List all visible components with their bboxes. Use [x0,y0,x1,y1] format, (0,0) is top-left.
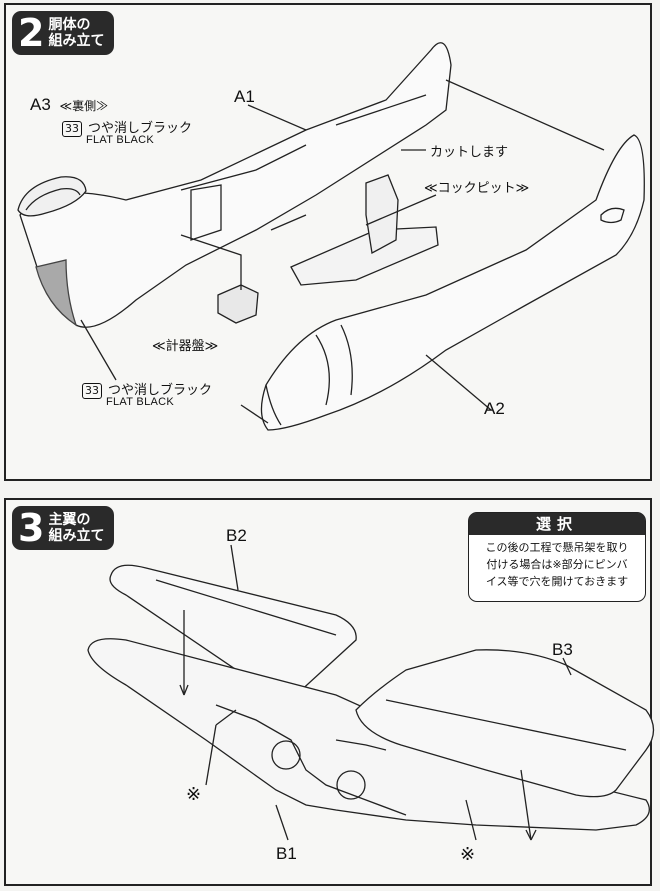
part-label-a2: A2 [484,399,505,418]
step-2-panel: 2 胴体の 組み立て [4,3,652,481]
part-label-b3: B3 [552,640,573,659]
cockpit-label: ≪コックピット≫ [424,181,530,196]
selection-line-2: 付ける場合は※部分にピンバ [486,558,628,571]
step-title-line-1: 胴体の [48,17,91,33]
step-title-line-2: 組み立て [48,33,105,49]
step-number: 2 [18,11,45,55]
step-number: 3 [18,506,45,550]
paint-number: 33 [82,383,102,399]
paint-english: FLAT BLACK [86,134,155,146]
step-title-line-1: 主翼の [48,512,91,528]
selection-line-3: イス等で穴を開けておきます [485,575,629,588]
selection-line-1: この後の工程で懸吊架を取り [485,541,629,554]
paint-number: 33 [62,121,82,137]
part-label-b2: B2 [226,526,247,545]
instrument-panel-label: ≪計器盤≫ [152,339,219,354]
part-label-a3: A3 [30,95,51,114]
drill-mark-right: ※ [460,844,476,865]
step-3-header: 3 主翼の 組み立て [12,506,115,550]
selection-note-box: 選択 この後の工程で懸吊架を取り 付ける場合は※部分にピンバ イス等で穴を開けて… [468,512,646,602]
step-3-panel: 3 主翼の 組み立て 選択 この後の工程で懸吊架を取り 付ける場合は※部分にピン… [4,498,655,886]
paint-english: FLAT BLACK [106,396,175,408]
drill-mark-left: ※ [186,784,202,805]
wing-assembly-diagram [87,544,655,841]
paint-callout-bottom: 33 つや消しブラック [82,379,212,399]
paint-name: つや消しブラック [88,121,193,136]
part-label-b1: B1 [276,844,297,863]
paint-name: つや消しブラック [108,383,213,398]
cut-note: カットします [430,145,509,160]
fuselage-assembly-diagram [17,42,645,431]
a3-note: ≪裏側≫ [59,99,109,113]
step-title-line-2: 組み立て [48,528,105,544]
selection-title: 選択 [469,513,645,535]
paint-callout-top: 33 つや消しブラック [62,117,192,137]
part-label-a1: A1 [234,87,255,106]
step-2-header: 2 胴体の 組み立て [12,11,115,55]
